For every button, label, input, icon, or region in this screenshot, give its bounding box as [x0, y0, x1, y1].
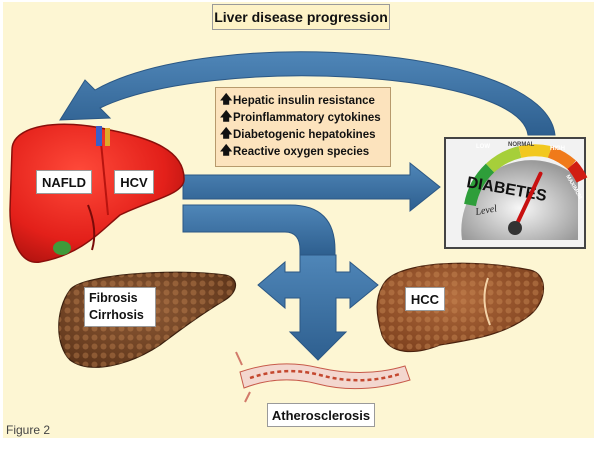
factor-item: 🡅 Hepatic insulin resistance [220, 92, 386, 109]
gauge-hub [508, 221, 522, 235]
fibrosis-text: Fibrosis [89, 291, 138, 305]
figure-label: Figure 2 [6, 423, 51, 437]
atherosclerosis-label: Atherosclerosis [267, 403, 375, 427]
hcc-liver-icon [376, 262, 544, 353]
factor-text: Hepatic insulin resistance [233, 94, 375, 107]
gauge-normal-label: NORMAL [508, 142, 535, 148]
up-arrow-icon: 🡅 [220, 92, 233, 106]
factor-item: 🡅 Diabetogenic hepatokines [220, 126, 386, 143]
feedback-curved-arrow [59, 51, 556, 136]
hcv-label: HCV [114, 170, 154, 194]
up-arrow-icon: 🡅 [220, 126, 233, 140]
factor-text: Proinflammatory cytokines [233, 111, 381, 124]
hcc-label: HCC [405, 287, 445, 311]
factor-item: 🡅 Proinflammatory cytokines [220, 109, 386, 126]
liver-to-diabetes-arrow [182, 161, 441, 213]
factor-text: Diabetogenic hepatokines [233, 128, 376, 141]
liver-to-outcomes-arrow [182, 204, 336, 256]
gauge-level-label: Level [474, 203, 498, 218]
factor-item: 🡅 Reactive oxygen species [220, 143, 386, 160]
fibrosis-cirrhosis-label: Fibrosis Cirrhosis [84, 287, 156, 327]
artery-icon [235, 351, 411, 403]
factor-text: Reactive oxygen species [233, 145, 370, 158]
diabetes-gauge-icon: LOW NORMAL HIGH MAXIMUM DIABETES Level [444, 137, 588, 249]
up-arrow-icon: 🡅 [220, 109, 233, 123]
title-box: Liver disease progression [212, 4, 390, 30]
nafld-label: NAFLD [36, 170, 92, 194]
gauge-needle [513, 171, 543, 230]
healthy-liver-icon [9, 123, 185, 263]
gauge-low-label: LOW [476, 144, 490, 150]
four-way-arrow [257, 254, 379, 361]
gauge-high-label: HIGH [550, 146, 565, 152]
up-arrow-icon: 🡅 [220, 143, 233, 157]
cirrhosis-text: Cirrhosis [89, 308, 144, 322]
risk-factors-box: 🡅 Hepatic insulin resistance 🡅 Proinflam… [215, 87, 391, 167]
